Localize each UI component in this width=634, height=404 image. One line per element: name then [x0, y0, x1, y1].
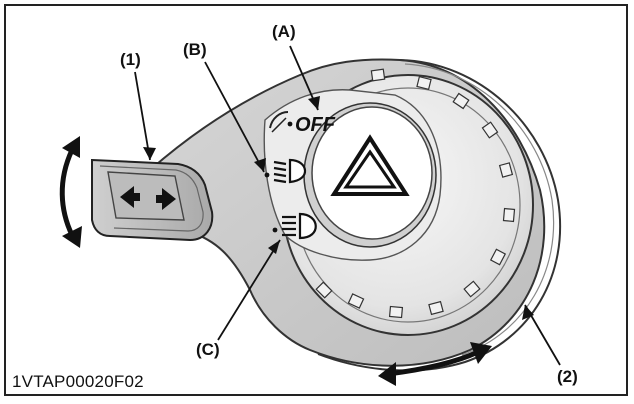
low-beam-headlight-icon — [273, 158, 307, 184]
dial-teeth — [315, 68, 516, 319]
leader-arrowhead-dial — [522, 305, 534, 320]
callout-dial: (2) — [557, 367, 578, 386]
callout-lever: (1) — [120, 50, 141, 69]
leader-line-low-beam — [204, 61, 265, 173]
leader-arrowhead-low-beam — [254, 158, 266, 172]
high-beam-position-dot — [272, 227, 278, 233]
off-position-dot — [287, 121, 293, 127]
double-arrow-icon — [120, 186, 176, 210]
callout-low-beam: (B) — [183, 40, 207, 59]
lever-switch — [91, 158, 214, 242]
hazard-button — [303, 102, 437, 248]
hazard-triangle-icon — [330, 134, 410, 196]
leader-line-lever — [134, 71, 151, 161]
off-label: OFF — [295, 114, 336, 136]
low-beam-position-dot — [264, 172, 270, 178]
curved-double-arrow-icon — [59, 136, 82, 248]
figure-code: 1VTAP00020F02 — [12, 372, 144, 391]
leader-arrowhead-off — [308, 96, 320, 110]
callout-off: (A) — [272, 22, 296, 41]
leader-line-high-beam — [217, 239, 281, 341]
leader-arrowhead-high-beam — [268, 240, 280, 254]
leader-arrowhead-lever — [143, 147, 156, 160]
high-beam-headlight-icon — [282, 212, 317, 240]
callout-high-beam: (C) — [196, 340, 220, 359]
dial-rotation-arrow-icon — [378, 342, 492, 386]
parking-light-icon — [269, 111, 289, 133]
